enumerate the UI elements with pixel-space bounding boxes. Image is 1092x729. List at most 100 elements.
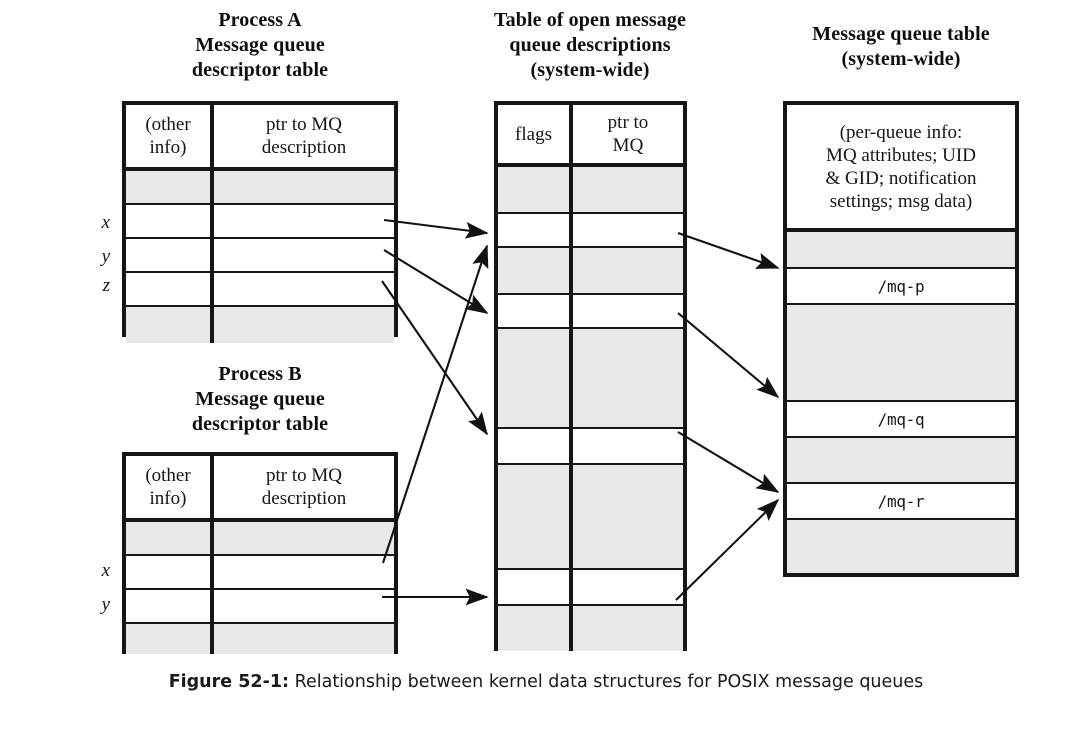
open-descriptions-row-ptr bbox=[573, 329, 683, 427]
process-a-header-row: (other info) ptr to MQ description bbox=[126, 105, 394, 171]
mq-table-header-line4: settings; msg data) bbox=[829, 190, 973, 212]
open-descriptions-row[interactable] bbox=[498, 329, 683, 429]
process-b-row-y[interactable] bbox=[126, 590, 394, 624]
mq-table-row-name bbox=[787, 438, 1015, 482]
process-b-row[interactable] bbox=[126, 522, 394, 556]
process-a-index-y: y bbox=[101, 246, 110, 267]
mq-table-title: Message queue table (system-wide) bbox=[770, 22, 1032, 72]
open-descriptions-row[interactable] bbox=[498, 429, 683, 465]
open-descriptions-header-ptr-mq: ptr to MQ bbox=[573, 105, 683, 163]
arrow-a-y-to-desc bbox=[383, 249, 489, 314]
process-a-index-z: z bbox=[102, 275, 110, 296]
open-descriptions-row[interactable] bbox=[498, 606, 683, 651]
process-b-row-ptr bbox=[214, 556, 394, 588]
process-b-row[interactable] bbox=[126, 624, 394, 654]
open-descriptions-title-line1: Table of open message bbox=[494, 9, 686, 31]
mq-table-row[interactable] bbox=[787, 305, 1015, 402]
mq-table-header-line1: (per-queue info: bbox=[839, 121, 963, 143]
mq-table-row-name: /mq-q bbox=[877, 409, 925, 429]
open-descriptions-header-flags: flags bbox=[498, 105, 573, 163]
process-b-header-row: (other info) ptr to MQ description bbox=[126, 456, 394, 522]
mq-table-header-line2: MQ attributes; UID bbox=[826, 144, 976, 166]
process-a-header-ptr-line1: ptr to MQ bbox=[266, 114, 342, 135]
process-b-header-ptr-line1: ptr to MQ bbox=[266, 465, 342, 486]
process-a-row-other-info bbox=[126, 205, 214, 237]
open-descriptions-header-row: flags ptr to MQ bbox=[498, 105, 683, 167]
process-b-index-y: y bbox=[101, 594, 110, 615]
mq-table-row-mq-r[interactable]: /mq-r bbox=[787, 484, 1015, 520]
mq-table-row-mq-p[interactable]: /mq-p bbox=[787, 269, 1015, 305]
mq-table-row[interactable] bbox=[787, 232, 1015, 269]
open-descriptions-title-line3: (system-wide) bbox=[530, 59, 650, 81]
open-descriptions-row-flags bbox=[498, 465, 573, 568]
arrow-desc-to-mq-q bbox=[677, 312, 780, 399]
process-a-row[interactable] bbox=[126, 171, 394, 205]
open-descriptions-row-ptr bbox=[573, 570, 683, 604]
process-b-table: (other info) ptr to MQ description bbox=[122, 452, 398, 654]
open-descriptions-row[interactable] bbox=[498, 167, 683, 214]
process-b-row-other-info bbox=[126, 590, 214, 622]
process-a-header-ptr-line2: description bbox=[261, 137, 347, 158]
process-b-row-x[interactable] bbox=[126, 556, 394, 590]
process-b-header-other-line1: (other bbox=[145, 465, 191, 486]
process-a-row-x[interactable] bbox=[126, 205, 394, 239]
open-descriptions-row-flags bbox=[498, 295, 573, 327]
open-descriptions-row-flags bbox=[498, 570, 573, 604]
arrow-desc-to-mq-p bbox=[677, 232, 780, 269]
process-a-title-line1: Process A bbox=[218, 9, 302, 31]
open-descriptions-header-ptr-line2: MQ bbox=[612, 135, 644, 156]
figure-caption-text: Relationship between kernel data structu… bbox=[289, 672, 924, 692]
process-a-row-ptr bbox=[214, 239, 394, 271]
open-descriptions-row-ptr bbox=[573, 606, 683, 651]
process-b-row-other-info bbox=[126, 522, 214, 554]
open-descriptions-row-ptr bbox=[573, 167, 683, 212]
mq-table-row-name: /mq-r bbox=[877, 491, 925, 511]
process-a-title-line3: descriptor table bbox=[191, 59, 329, 81]
open-descriptions-title-line2: queue descriptions bbox=[509, 34, 671, 56]
process-a-index-x: x bbox=[101, 212, 110, 233]
process-a-row[interactable] bbox=[126, 307, 394, 343]
figure-caption-label: Figure 52-1: bbox=[168, 672, 290, 692]
open-descriptions-row[interactable] bbox=[498, 214, 683, 248]
process-b-title: Process B Message queue descriptor table bbox=[122, 362, 398, 437]
process-a-row-other-info bbox=[126, 307, 214, 343]
process-b-index-x: x bbox=[101, 560, 110, 581]
open-descriptions-row-flags bbox=[498, 248, 573, 293]
process-a-row-ptr bbox=[214, 171, 394, 203]
mq-table-row-name: /mq-p bbox=[877, 276, 925, 296]
process-a-row-y[interactable] bbox=[126, 239, 394, 273]
process-a-row-ptr bbox=[214, 205, 394, 237]
arrow-desc-to-mq-r-lower bbox=[675, 498, 780, 601]
mq-table-title-line1: Message queue table bbox=[812, 23, 990, 45]
open-descriptions-row[interactable] bbox=[498, 248, 683, 295]
open-descriptions-row[interactable] bbox=[498, 570, 683, 606]
arrow-desc-to-mq-r-upper bbox=[677, 431, 780, 493]
open-descriptions-row-ptr bbox=[573, 465, 683, 568]
mq-table-header-line3: & GID; notification bbox=[825, 167, 977, 189]
process-a-row-ptr bbox=[214, 273, 394, 305]
process-a-row-other-info bbox=[126, 171, 214, 203]
process-a-row-other-info bbox=[126, 273, 214, 305]
process-a-row-z[interactable] bbox=[126, 273, 394, 307]
open-descriptions-row-ptr bbox=[573, 248, 683, 293]
process-b-row-ptr bbox=[214, 590, 394, 622]
open-descriptions-row[interactable] bbox=[498, 295, 683, 329]
open-descriptions-row-flags bbox=[498, 329, 573, 427]
mq-table-row-name bbox=[787, 232, 1015, 267]
mq-table-row-name bbox=[787, 305, 1015, 400]
open-descriptions-row-ptr bbox=[573, 295, 683, 327]
open-descriptions-row[interactable] bbox=[498, 465, 683, 570]
mq-table-row-name bbox=[787, 520, 1015, 573]
process-a-title: Process A Message queue descriptor table bbox=[122, 8, 398, 83]
process-a-header-ptr-mq: ptr to MQ description bbox=[214, 105, 394, 167]
mq-table-row-mq-q[interactable]: /mq-q bbox=[787, 402, 1015, 438]
open-descriptions-row-flags bbox=[498, 167, 573, 212]
process-b-row-ptr bbox=[214, 522, 394, 554]
process-a-row-other-info bbox=[126, 239, 214, 271]
process-b-title-line2: Message queue bbox=[195, 388, 325, 410]
mq-table-row[interactable] bbox=[787, 520, 1015, 573]
mq-table-row[interactable] bbox=[787, 438, 1015, 484]
process-a-row-ptr bbox=[214, 307, 394, 343]
process-b-header-other-line2: info) bbox=[149, 488, 187, 509]
